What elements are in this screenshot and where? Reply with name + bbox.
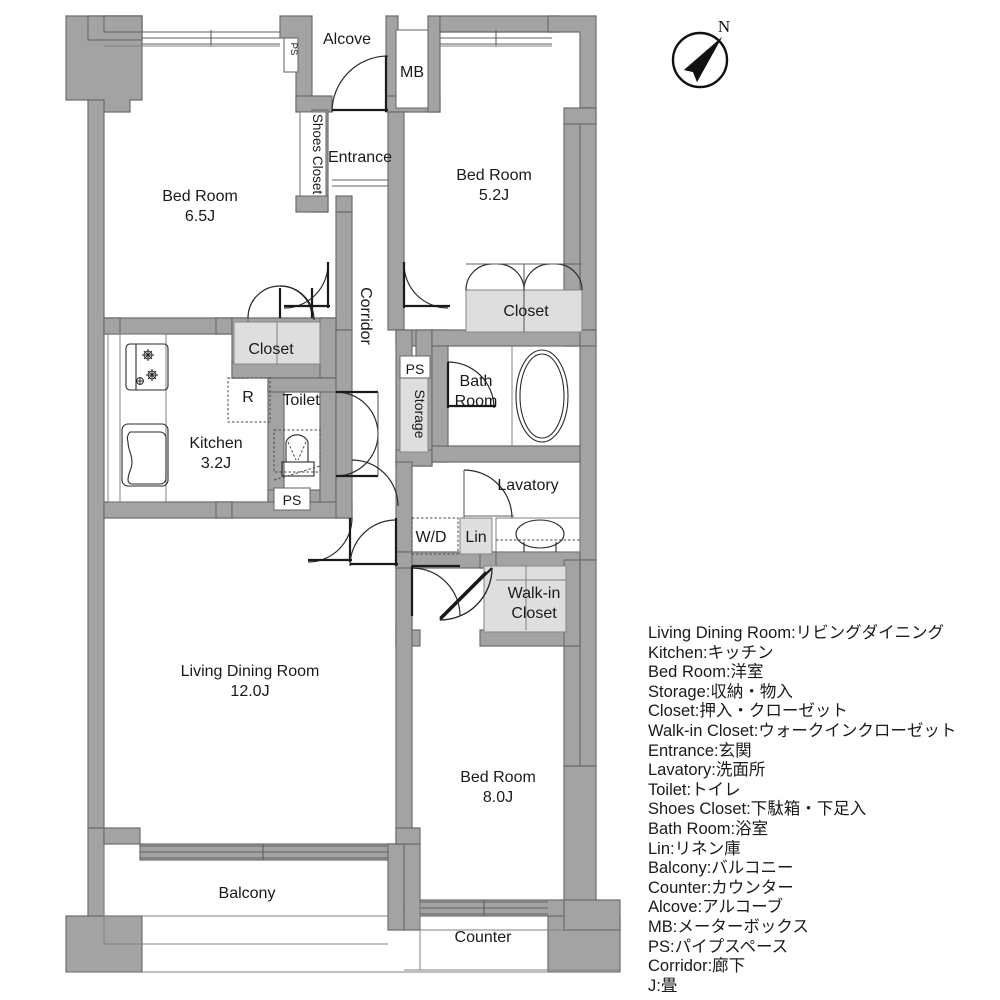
label-kitchen-name: Kitchen — [189, 435, 242, 452]
label-walkin-2: Closet — [511, 605, 557, 622]
label-ps-top: PS — [288, 43, 299, 56]
ps-corridor-box — [399, 355, 431, 379]
legend-item: Storage:収納・物入 — [648, 682, 793, 701]
room-labels: Bed Room 6.5J Bed Room 5.2J Bed Room 8.0… — [162, 167, 536, 806]
window-ldk-balcony — [140, 844, 388, 860]
legend-item: MB:メーターボックス — [648, 917, 809, 936]
door-swings — [247, 55, 583, 621]
label-lavatory: Lavatory — [497, 477, 558, 494]
lin-fill — [459, 517, 493, 555]
balcony-counter-outlines — [66, 846, 620, 973]
entrance-door-leaf — [332, 179, 388, 187]
label-bath-room-1: Bath — [460, 373, 493, 390]
kitchen-counter — [107, 333, 167, 503]
legend-item: Corridor:廊下 — [648, 957, 746, 976]
label-mb: MB — [400, 64, 424, 81]
legend-item: J:畳 — [648, 976, 678, 995]
sink-icon — [121, 423, 169, 487]
walkin-closet-fill — [483, 565, 567, 633]
label-bedroom-80-area: 8.0J — [483, 789, 513, 806]
label-ldk-name: Living Dining Room — [181, 663, 320, 680]
legend-item: Alcove:アルコーブ — [648, 898, 784, 917]
legend-item: Living Dining Room:リビングダイニング — [648, 624, 945, 642]
label-storage: Storage — [412, 389, 428, 438]
refrigerator-icon — [227, 377, 271, 423]
north-label: N — [718, 17, 730, 36]
vertical-space-labels: Shoes Closet Corridor Storage PS — [288, 43, 428, 439]
legend-item: Bed Room:洋室 — [648, 663, 764, 682]
floor-plan-drawing: .w { fill:#a3a3a3; stroke:#6e6e6e; strok… — [65, 15, 621, 973]
legend-item: Lin:リネン庫 — [648, 839, 741, 858]
label-bedroom-52-area: 5.2J — [479, 187, 509, 204]
label-counter: Counter — [455, 929, 513, 946]
label-bedroom-80-name: Bed Room — [460, 769, 536, 786]
stove-icon — [125, 343, 169, 391]
window-bedroom-52 — [440, 30, 552, 46]
legend-item: Walk-in Closet:ウォークインクローゼット — [648, 721, 957, 740]
lavatory-vanity — [495, 517, 581, 553]
label-balcony: Balcony — [219, 885, 276, 902]
label-closet-bed52: Closet — [503, 303, 549, 320]
washer-dryer-icon — [411, 517, 459, 555]
label-ps-corridor: PS — [406, 361, 425, 377]
label-closet-bed65: Closet — [248, 341, 294, 358]
legend-item: Balcony:バルコニー — [648, 859, 794, 878]
legend-item: Bath Room:浴室 — [648, 819, 769, 838]
legend-item: Lavatory:洗面所 — [648, 761, 766, 780]
burner-icons — [136, 349, 158, 385]
label-toilet: Toilet — [282, 392, 320, 409]
label-walkin-1: Walk-in — [508, 585, 561, 602]
window-bedroom-80 — [420, 900, 548, 916]
fixtures — [104, 29, 581, 630]
label-refrigerator: R — [242, 389, 254, 406]
north-arrow-icon: N — [671, 17, 730, 89]
legend-item: Kitchen:キッチン — [648, 643, 774, 662]
space-labels: Alcove MB Entrance Closet Closet R Toile… — [219, 31, 561, 946]
label-shoes-closet: Shoes Closet — [310, 114, 325, 195]
ps-top-box — [283, 37, 299, 73]
bathtub-fixture — [511, 346, 569, 446]
legend-item: PS:パイプスペース — [648, 937, 789, 956]
legend-list: Living Dining Room:リビングダイニング Kitchen:キッチ… — [648, 624, 1000, 996]
closet-fills — [233, 289, 583, 633]
label-kitchen-area: 3.2J — [201, 455, 231, 472]
label-ps-kitchen: PS — [283, 492, 302, 508]
legend-item: Toilet:トイレ — [648, 780, 741, 799]
label-bedroom-65-area: 6.5J — [185, 208, 215, 225]
label-bedroom-65-name: Bed Room — [162, 188, 238, 205]
ps-kitchen-box — [273, 487, 311, 511]
label-ldk-area: 12.0J — [230, 683, 269, 700]
meter-box — [395, 29, 429, 109]
label-lin: Lin — [465, 529, 486, 546]
label-bath-room-2: Room — [455, 393, 498, 410]
legend-item: Counter:カウンター — [648, 878, 794, 897]
legend-item: Shoes Closet:下駄箱・下足入 — [648, 800, 867, 819]
windows — [140, 30, 552, 916]
label-bedroom-52-name: Bed Room — [456, 167, 532, 184]
legend-item: Closet:押入・クローゼット — [648, 702, 848, 721]
label-corridor: Corridor — [357, 287, 374, 345]
label-alcove: Alcove — [323, 31, 371, 48]
toilet-fixture — [273, 429, 321, 481]
legend-item: Entrance:玄関 — [648, 741, 752, 760]
storage-fill — [399, 375, 429, 453]
label-wd: W/D — [415, 529, 446, 546]
label-entrance: Entrance — [328, 149, 392, 166]
window-bedroom-65 — [142, 30, 280, 46]
